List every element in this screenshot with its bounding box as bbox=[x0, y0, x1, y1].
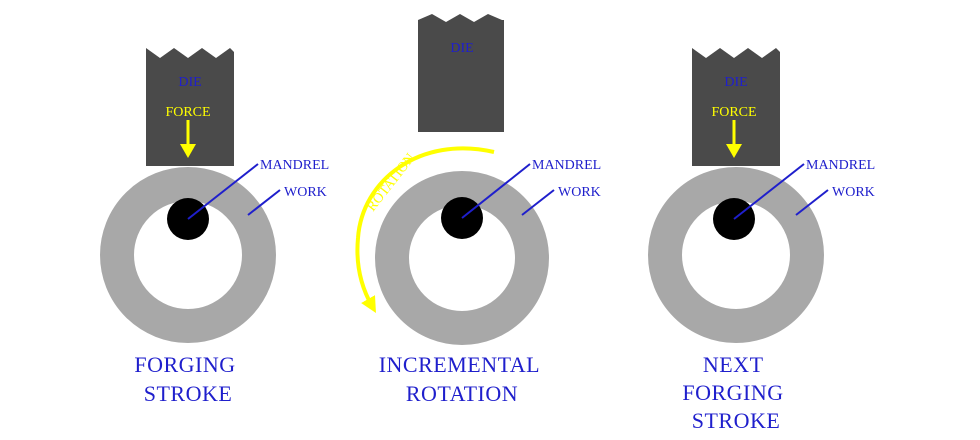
caption-line: FORGING bbox=[682, 380, 783, 405]
force-arrow-icon bbox=[726, 120, 742, 158]
panel-next-forging-stroke: DIE FORCE MANDREL WORK NEXT FORGING STRO… bbox=[648, 48, 875, 433]
mandrel-leader-line bbox=[733, 163, 805, 220]
work-ring bbox=[375, 171, 549, 345]
caption-line: STROKE bbox=[144, 381, 233, 406]
caption-line: INCREMENTAL bbox=[379, 352, 540, 377]
mandrel-label: MANDREL bbox=[532, 158, 601, 173]
caption-next-forging-stroke: NEXT FORGING STROKE bbox=[682, 352, 789, 433]
force-label: FORCE bbox=[711, 105, 756, 120]
force-label: FORCE bbox=[165, 105, 210, 120]
caption-line: FORGING bbox=[134, 352, 235, 377]
mandrel-leader-line bbox=[187, 163, 259, 220]
work-label: WORK bbox=[284, 185, 327, 200]
work-leader-line bbox=[247, 189, 281, 216]
caption-line: ROTATION bbox=[406, 381, 518, 406]
die-block bbox=[146, 48, 234, 166]
mandrel-label: MANDREL bbox=[260, 158, 329, 173]
caption-forging-stroke: FORGING STROKE bbox=[134, 352, 241, 406]
work-leader-line bbox=[795, 189, 829, 216]
mandrel-leader-line bbox=[461, 163, 531, 219]
mandrel-label: MANDREL bbox=[806, 158, 875, 173]
work-ring bbox=[648, 167, 824, 343]
work-leader-line bbox=[521, 189, 555, 216]
caption-line: NEXT bbox=[703, 352, 764, 377]
panel-incremental-rotation: DIE ROTATION MANDREL WORK INCREMENTAL RO… bbox=[355, 14, 601, 406]
die-label: DIE bbox=[450, 41, 473, 56]
work-label: WORK bbox=[832, 185, 875, 200]
die-block bbox=[418, 14, 504, 132]
force-arrow-icon bbox=[180, 120, 196, 158]
die-label: DIE bbox=[724, 75, 747, 90]
panel-forging-stroke: DIE FORCE MANDREL WORK FORGING STROKE bbox=[100, 48, 329, 406]
caption-incremental-rotation: INCREMENTAL ROTATION bbox=[379, 352, 546, 406]
work-label: WORK bbox=[558, 185, 601, 200]
die-block bbox=[692, 48, 780, 166]
die-label: DIE bbox=[178, 75, 201, 90]
rotation-arrow-icon bbox=[355, 146, 495, 313]
work-ring bbox=[100, 167, 276, 343]
caption-line: STROKE bbox=[692, 408, 781, 433]
